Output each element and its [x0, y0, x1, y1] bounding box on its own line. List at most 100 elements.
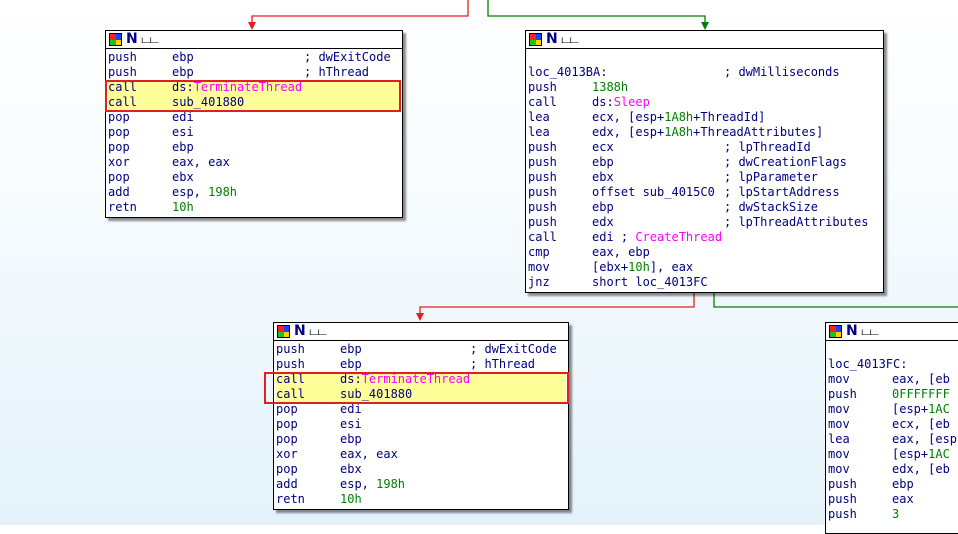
- instruction-mnemonic: mov: [828, 417, 850, 431]
- code-label[interactable]: loc_4013FC:: [828, 357, 908, 371]
- edge-false-branch-b: [419, 292, 695, 315]
- instruction-operands: edx: [592, 215, 614, 230]
- code-line[interactable]: loc_4013BA:; dwMilliseconds: [528, 65, 881, 80]
- instruction-operands: [esp+1AC: [892, 447, 950, 462]
- color-grid-icon[interactable]: [829, 325, 842, 338]
- wave-icon[interactable]: டட: [560, 32, 579, 46]
- instruction-operands: ecx: [592, 140, 614, 155]
- n-icon[interactable]: N: [546, 31, 558, 47]
- wave-icon[interactable]: டட: [140, 32, 159, 46]
- color-grid-icon[interactable]: [109, 33, 122, 46]
- instruction-mnemonic: cmp: [528, 245, 550, 259]
- function-name[interactable]: TerminateThread: [361, 372, 471, 386]
- operand-text: ebp: [172, 50, 194, 64]
- wave-icon[interactable]: டட: [860, 324, 879, 338]
- instruction-mnemonic: push: [828, 507, 857, 521]
- color-grid-icon[interactable]: [529, 33, 542, 46]
- function-name[interactable]: Sleep: [613, 95, 650, 109]
- operand-text: ebx: [340, 462, 362, 476]
- instruction-operands: ebp: [340, 432, 362, 447]
- instruction-mnemonic: pop: [108, 110, 130, 124]
- code-line[interactable]: [528, 50, 881, 65]
- instruction-operands: ebp: [172, 65, 194, 80]
- n-icon[interactable]: N: [294, 323, 306, 339]
- code-line[interactable]: push ebp: [828, 477, 957, 492]
- code-line[interactable]: mov [esp+1AC: [828, 447, 957, 462]
- instruction-operands: [esp+1AC: [892, 402, 950, 417]
- node-title-bar[interactable]: N டட: [274, 323, 568, 341]
- node-title-bar[interactable]: N டட: [106, 31, 402, 49]
- color-grid-icon[interactable]: [277, 325, 290, 338]
- code-line[interactable]: [828, 342, 957, 357]
- instruction-operands: ds:TerminateThread: [340, 372, 470, 387]
- instruction-mnemonic: mov: [828, 447, 850, 461]
- node-title-bar[interactable]: N டட: [526, 31, 883, 49]
- function-name[interactable]: CreateThread: [635, 230, 723, 244]
- code-label[interactable]: loc_4013BA:: [528, 65, 608, 79]
- instruction-mnemonic: pop: [276, 402, 298, 416]
- n-icon[interactable]: N: [126, 31, 138, 47]
- wave-icon[interactable]: டட: [308, 324, 327, 338]
- n-icon[interactable]: N: [846, 323, 858, 339]
- instruction-mnemonic: push: [828, 477, 857, 491]
- code-line[interactable]: mov [esp+1AC: [828, 402, 957, 417]
- instruction-mnemonic: call: [276, 387, 305, 401]
- code-line[interactable]: mov[ebx+10h], eax: [528, 260, 881, 275]
- function-name[interactable]: TerminateThread: [193, 80, 303, 94]
- edge-false-branch-top: [251, 0, 469, 24]
- instruction-mnemonic: mov: [828, 402, 850, 416]
- node-title-bar[interactable]: N டட: [826, 323, 958, 341]
- instruction-operands: ebp: [172, 140, 194, 155]
- operand-text: ebp: [340, 432, 362, 446]
- instruction-operands: ebp: [892, 477, 914, 492]
- code-line[interactable]: loc_4013FC:: [828, 357, 957, 372]
